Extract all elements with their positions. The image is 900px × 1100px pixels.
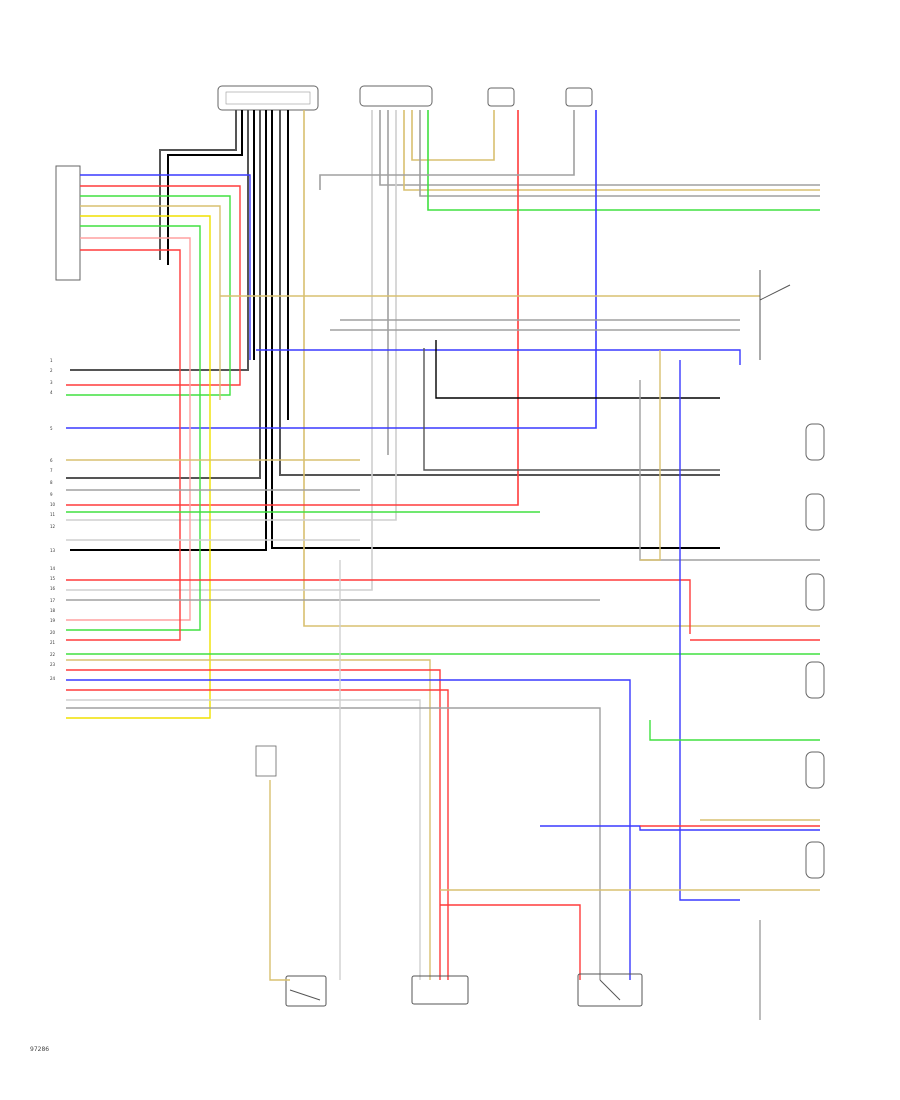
bottom-left-wires xyxy=(269,560,761,1020)
right-sensor-6 xyxy=(805,841,825,879)
sensor-c-wires xyxy=(66,110,519,506)
pin-number: 21 xyxy=(50,640,56,645)
pin-number: 8 xyxy=(50,480,53,485)
ecu-upper-wires xyxy=(66,174,251,719)
sensor-d-wires xyxy=(66,110,597,429)
right-sensor-4 xyxy=(805,661,825,699)
pin-number: 23 xyxy=(50,662,56,667)
right-sensor-5 xyxy=(805,751,825,789)
pin-number: 9 xyxy=(50,492,53,497)
small-relay xyxy=(255,745,277,777)
top-connector-b xyxy=(359,85,433,107)
pin-number: 6 xyxy=(50,458,53,463)
pin-number: 18 xyxy=(50,608,56,613)
pin-number: 3 xyxy=(50,380,53,385)
pin-number: 2 xyxy=(50,368,53,373)
top-connector-a xyxy=(217,85,319,111)
right-sensor-1 xyxy=(805,423,825,461)
wire-bundle-b xyxy=(66,110,820,591)
pin-number: 20 xyxy=(50,630,56,635)
right-sensor-3 xyxy=(805,573,825,611)
right-side-wires xyxy=(440,350,820,980)
pin-number: 16 xyxy=(50,586,56,591)
pin-number: 24 xyxy=(50,676,56,681)
top-sensor-c xyxy=(487,87,515,107)
wire-yellow-a xyxy=(303,110,820,627)
pin-number: 14 xyxy=(50,566,56,571)
pin-number: 17 xyxy=(50,598,56,603)
pin-number: 12 xyxy=(50,524,56,529)
diagram-reference-number: 97286 xyxy=(30,1046,50,1053)
bottom-module-center xyxy=(411,975,469,1005)
pin-number: 5 xyxy=(50,426,53,431)
pin-number: 15 xyxy=(50,576,56,581)
pin-number: 22 xyxy=(50,652,56,657)
pin-number: 4 xyxy=(50,390,53,395)
top-sensor-d xyxy=(565,87,593,107)
pin-number: 13 xyxy=(50,548,56,553)
pin-number: 11 xyxy=(50,512,56,517)
bottom-switch-left xyxy=(285,975,327,1007)
right-switch xyxy=(759,270,791,360)
pin-number: 7 xyxy=(50,468,53,473)
pin-number: 19 xyxy=(50,618,56,623)
pin-number: 1 xyxy=(50,358,53,363)
bottom-sensor-right xyxy=(577,973,643,1007)
middle-horizontal-wires xyxy=(66,295,820,980)
ecu-connector-upper xyxy=(55,165,81,281)
pin-number: 10 xyxy=(50,502,56,507)
wire-bundle-a xyxy=(66,110,720,551)
right-sensor-2 xyxy=(805,493,825,531)
